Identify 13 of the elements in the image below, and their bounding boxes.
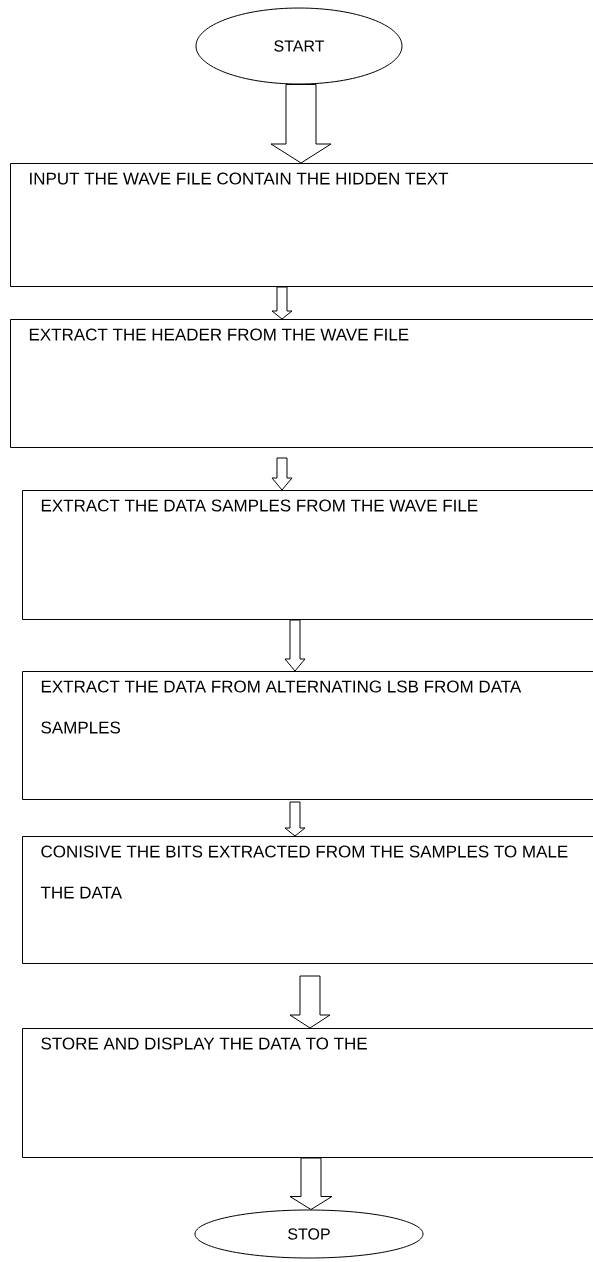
block-arrow bbox=[289, 1157, 333, 1210]
process-box: INPUT THE WAVE FILE CONTAIN THE HIDDEN TEXT bbox=[10, 163, 593, 287]
block-arrow bbox=[284, 801, 306, 837]
process-box: EXTRACT THE HEADER FROM THE WAVE FILE bbox=[10, 319, 593, 448]
block-arrow bbox=[284, 619, 306, 672]
process-box: CONISIVE THE BITS EXTRACTED FROM THE SAMPLES TO MALE THE DATA bbox=[22, 836, 593, 964]
block-arrow bbox=[271, 286, 293, 320]
process-box: EXTRACT THE DATA SAMPLES FROM THE WAVE FILE bbox=[22, 490, 593, 620]
process-box: STORE AND DISPLAY THE DATA TO THE bbox=[22, 1028, 593, 1158]
block-arrow bbox=[270, 84, 332, 164]
process-box: EXTRACT THE DATA FROM ALTERNATING LSB FROM DATA SAMPLES bbox=[22, 671, 593, 800]
block-arrow bbox=[271, 457, 293, 491]
block-arrow bbox=[289, 975, 331, 1029]
